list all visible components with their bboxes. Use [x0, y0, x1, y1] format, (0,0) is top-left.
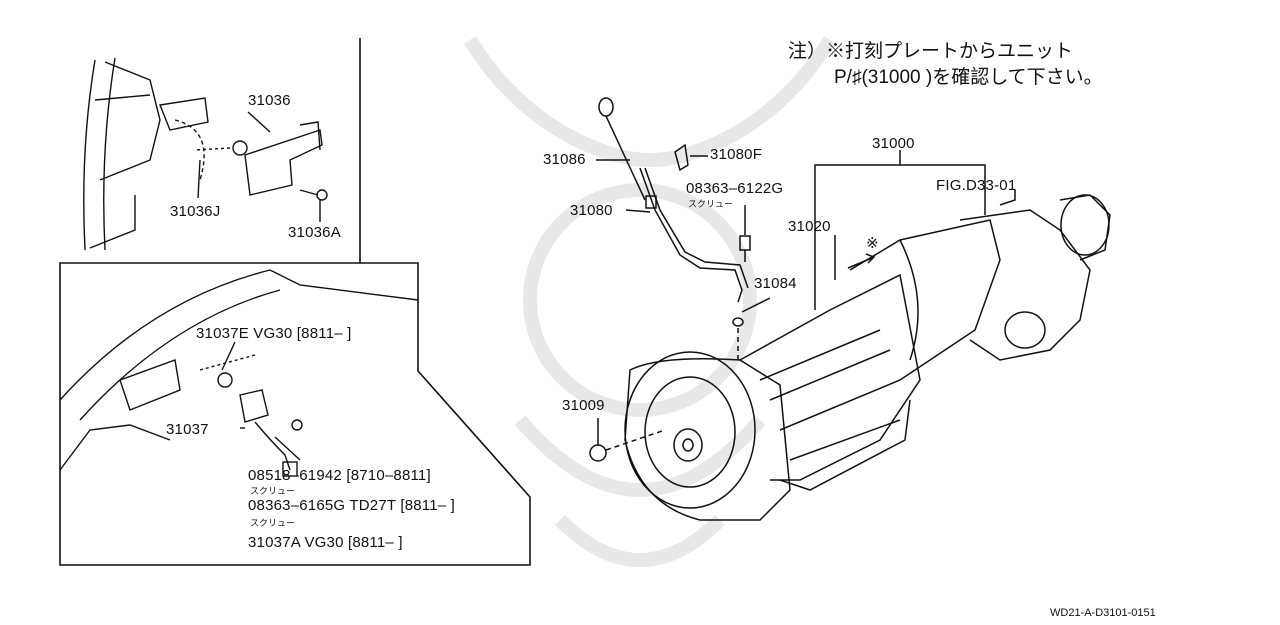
part-label-31036: 31036: [248, 92, 291, 109]
watermark-logo: [464, 36, 836, 567]
part-label-31084: 31084: [754, 275, 797, 292]
part-label-31037E: 31037E VG30 [8811– ]: [196, 325, 352, 342]
part-label-31020: 31020: [788, 218, 831, 235]
part-label-31036J: 31036J: [170, 203, 221, 220]
inset-switch-drawing: [59, 269, 419, 477]
inset-bracket-drawing: [83, 57, 328, 251]
part-label-31009: 31009: [562, 397, 605, 414]
transmission-drawing: [589, 97, 1111, 521]
part-label-31000: 31000: [872, 135, 915, 152]
part-label-31037: 31037: [166, 421, 209, 438]
part-label-08363-6122G: 08363–6122G: [686, 180, 784, 197]
part-label-31086: 31086: [543, 151, 586, 168]
reference-mark: ※: [866, 235, 879, 252]
part-label-08518: 08518–61942 [8710–8811]: [248, 467, 431, 484]
panel-borders: [59, 38, 531, 566]
screw-label-2: スクリュー: [250, 518, 296, 528]
note-line-2: P/♯(31000 )を確認して下さい。: [834, 67, 1103, 88]
figure-reference: FIG.D33-01: [936, 177, 1017, 194]
part-label-31080: 31080: [570, 202, 613, 219]
part-label-08363-6165G: 08363–6165G TD27T [8811– ]: [248, 497, 456, 514]
screw-label-3: スクリュー: [688, 199, 734, 209]
part-label-31036A: 31036A: [288, 224, 341, 241]
part-label-31080F: 31080F: [710, 146, 763, 163]
part-label-31037A: 31037A VG30 [8811– ]: [248, 534, 403, 551]
screw-label-1: スクリュー: [250, 486, 296, 496]
inset-frame: [59, 38, 531, 566]
note-line-1: 注）※打刻プレートからユニット: [788, 41, 1074, 62]
diagram-code: WD21-A-D3101-0151: [1050, 607, 1156, 619]
